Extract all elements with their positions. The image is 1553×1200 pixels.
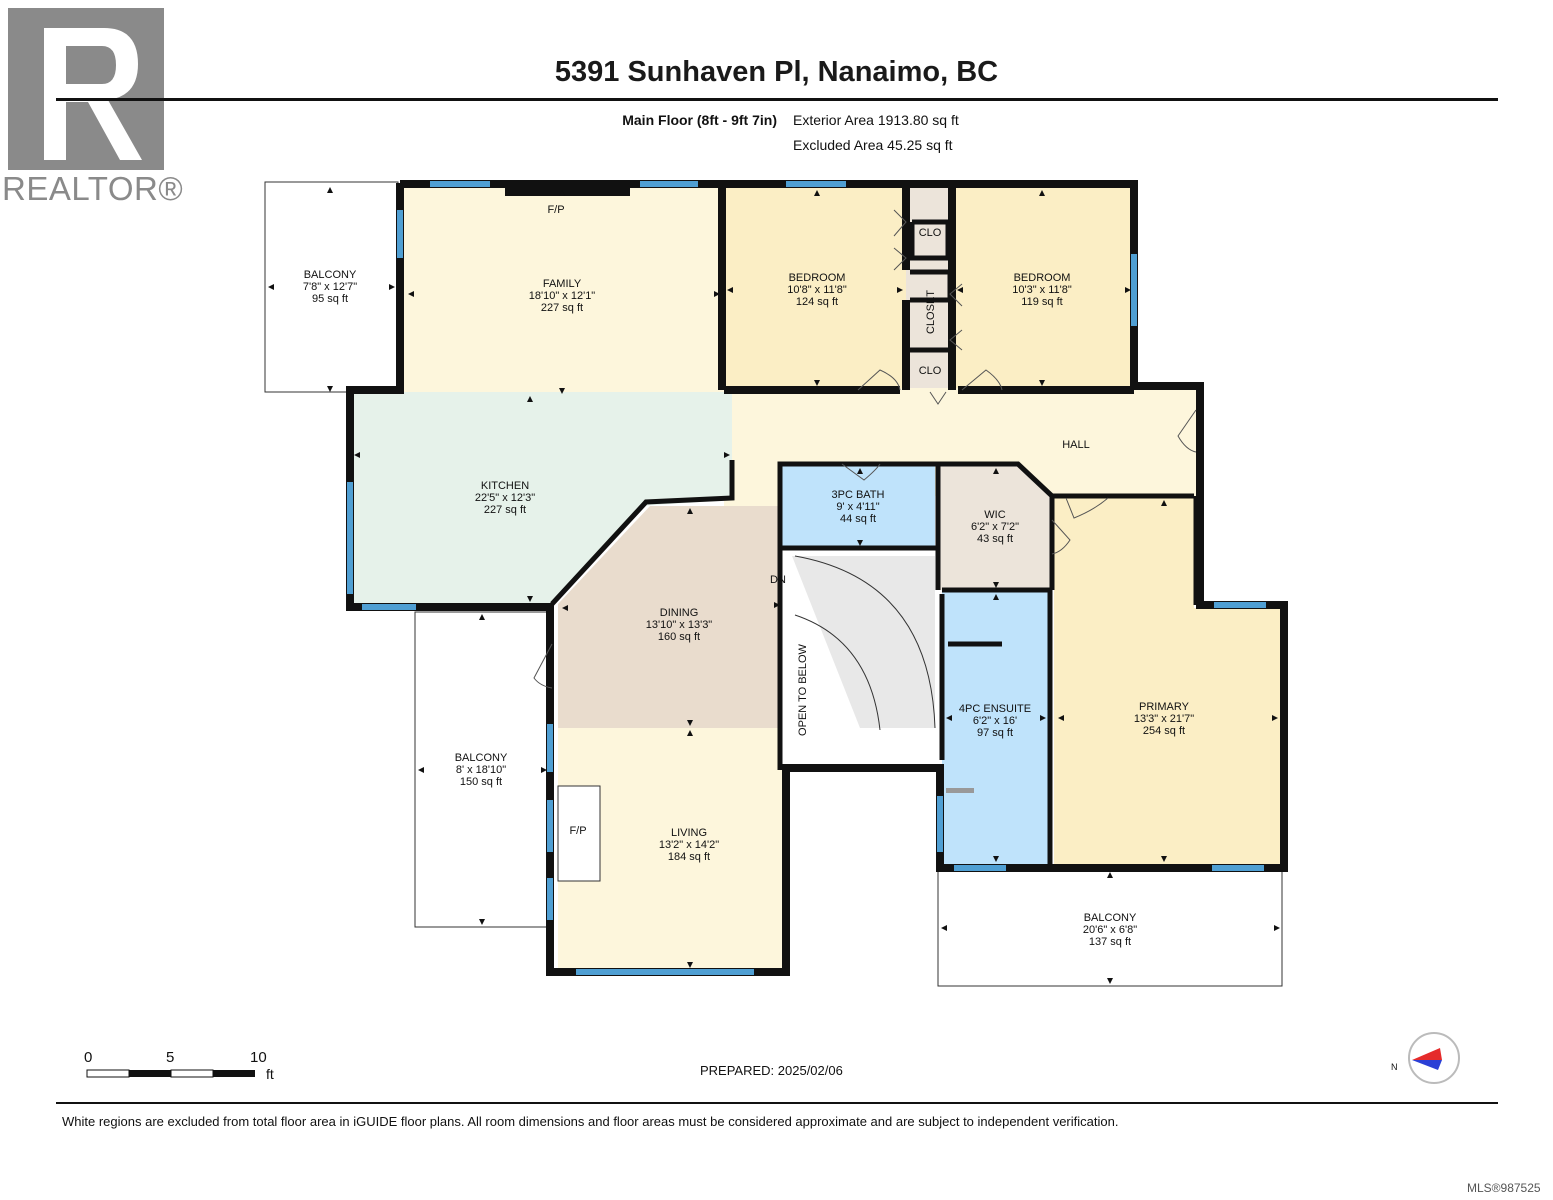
dimension-arrows (268, 187, 1280, 984)
bedroom-1-area: 124 sq ft (796, 296, 838, 308)
fireplace-family (505, 186, 630, 196)
door-swings (533, 209, 1197, 689)
realtor-wordmark: REALTOR® (2, 170, 184, 207)
title-divider (56, 98, 1498, 101)
bath-3pc-name: 3PC BATH (832, 489, 885, 501)
balcony-s-name: BALCONY (1084, 912, 1137, 924)
balcony-s-area-text: 137 sq ft (1089, 936, 1131, 948)
kitchen-area: 227 sq ft (484, 504, 526, 516)
compass-icon (1408, 1032, 1460, 1084)
bedroom-1-room (724, 188, 906, 388)
living-name: LIVING (671, 827, 707, 839)
bath-3pc-dims: 9' x 4'11" (836, 501, 879, 513)
bedroom-1-dims: 10'8" x 11'8" (787, 284, 847, 296)
dining-dims: 13'10" x 13'3" (646, 619, 713, 631)
dn-label: DN (770, 574, 786, 586)
compass-north-label: N (1391, 1062, 1398, 1072)
kitchen-room (350, 392, 732, 604)
balcony-nw-area-text: 95 sq ft (312, 293, 348, 305)
bath-3pc-room (780, 466, 935, 548)
bedroom-2-area: 119 sq ft (1021, 296, 1062, 308)
fireplace-living (557, 785, 601, 882)
dining-name: DINING (660, 607, 699, 619)
scale-tick-0: 0 (84, 1049, 93, 1066)
family-dims: 18'10" x 12'1" (529, 290, 596, 302)
bedroom-2-name: BEDROOM (1014, 272, 1071, 284)
kitchen-dims: 22'5" x 12'3" (475, 492, 535, 504)
ensuite-dims: 6'2" x 16' (973, 715, 1017, 727)
balcony-w-name: BALCONY (455, 752, 508, 764)
kitchen-name: KITCHEN (481, 480, 529, 492)
page-title: 5391 Sunhaven Pl, Nanaimo, BC (554, 56, 999, 88)
exterior-area: Exterior Area 1913.80 sq ft (793, 112, 959, 128)
scale-tick-10: 10 (250, 1049, 267, 1066)
fp-label-family: F/P (547, 204, 564, 216)
wic-name: WIC (984, 509, 1005, 521)
balcony-s-dims: 20'6" x 6'8" (1083, 924, 1137, 936)
wic-area: 43 sq ft (977, 533, 1013, 545)
floor-label: Main Floor (8ft - 9ft 7in) (622, 112, 777, 128)
primary-name: PRIMARY (1139, 701, 1190, 713)
footer-divider (56, 1102, 1498, 1104)
family-room (404, 188, 724, 396)
family-name: FAMILY (543, 278, 582, 290)
balcony-w-area (414, 611, 551, 928)
bedroom-1-name: BEDROOM (789, 272, 846, 284)
mls-number: MLS®987525 (1467, 1181, 1541, 1195)
bath-3pc-area: 44 sq ft (840, 513, 876, 525)
scale-unit: ft (266, 1066, 274, 1082)
balcony-s-area (937, 869, 1283, 987)
balcony-w-dims: 8' x 18'10" (456, 764, 506, 776)
closet-strip (906, 188, 954, 388)
stair-curve (794, 614, 881, 731)
dining-area: 160 sq ft (658, 631, 700, 643)
hall-label: HALL (1062, 439, 1090, 451)
living-dims: 13'2" x 14'2" (659, 839, 719, 851)
prepared-date: PREPARED: 2025/02/06 (700, 1063, 843, 1078)
wic-dims: 6'2" x 7'2" (971, 521, 1019, 533)
bedroom-2-room (954, 188, 1134, 388)
realtor-logo (8, 8, 164, 170)
scale-tick-5: 5 (166, 1049, 175, 1066)
ensuite-fixture (946, 788, 974, 793)
fp-label-living: F/P (569, 825, 586, 837)
balcony-nw-dims: 7'8" x 12'7" (303, 281, 357, 293)
balcony-nw-area (264, 181, 399, 393)
clo-label-bottom: CLO (919, 365, 942, 377)
clo-label-top: CLO (919, 227, 942, 239)
primary-dims: 13'3" x 21'7" (1134, 713, 1194, 725)
dining-room (558, 506, 782, 728)
wic-room (940, 466, 1050, 590)
primary-area: 254 sq ft (1143, 725, 1185, 737)
balcony-w-area-text: 150 sq ft (460, 776, 502, 788)
scale-bar (86, 1069, 255, 1078)
bedroom-2-dims: 10'3" x 11'8" (1012, 284, 1072, 296)
closet-label: CLOSET (925, 290, 937, 334)
open-below-label: OPEN TO BELOW (797, 643, 809, 736)
ensuite-name: 4PC ENSUITE (959, 703, 1031, 715)
living-area: 184 sq ft (668, 851, 710, 863)
ensuite-area: 97 sq ft (977, 727, 1013, 739)
ensuite-room (942, 592, 1048, 866)
interior-walls (550, 219, 1199, 868)
excluded-area: Excluded Area 45.25 sq ft (793, 137, 953, 153)
balcony-nw-name: BALCONY (304, 269, 357, 281)
stair-area (792, 556, 935, 728)
disclaimer-text: White regions are excluded from total fl… (62, 1114, 1119, 1129)
primary-room (1054, 498, 1282, 866)
windows (347, 181, 1266, 975)
stair-curve-outer (794, 555, 936, 729)
family-area: 227 sq ft (541, 302, 583, 314)
